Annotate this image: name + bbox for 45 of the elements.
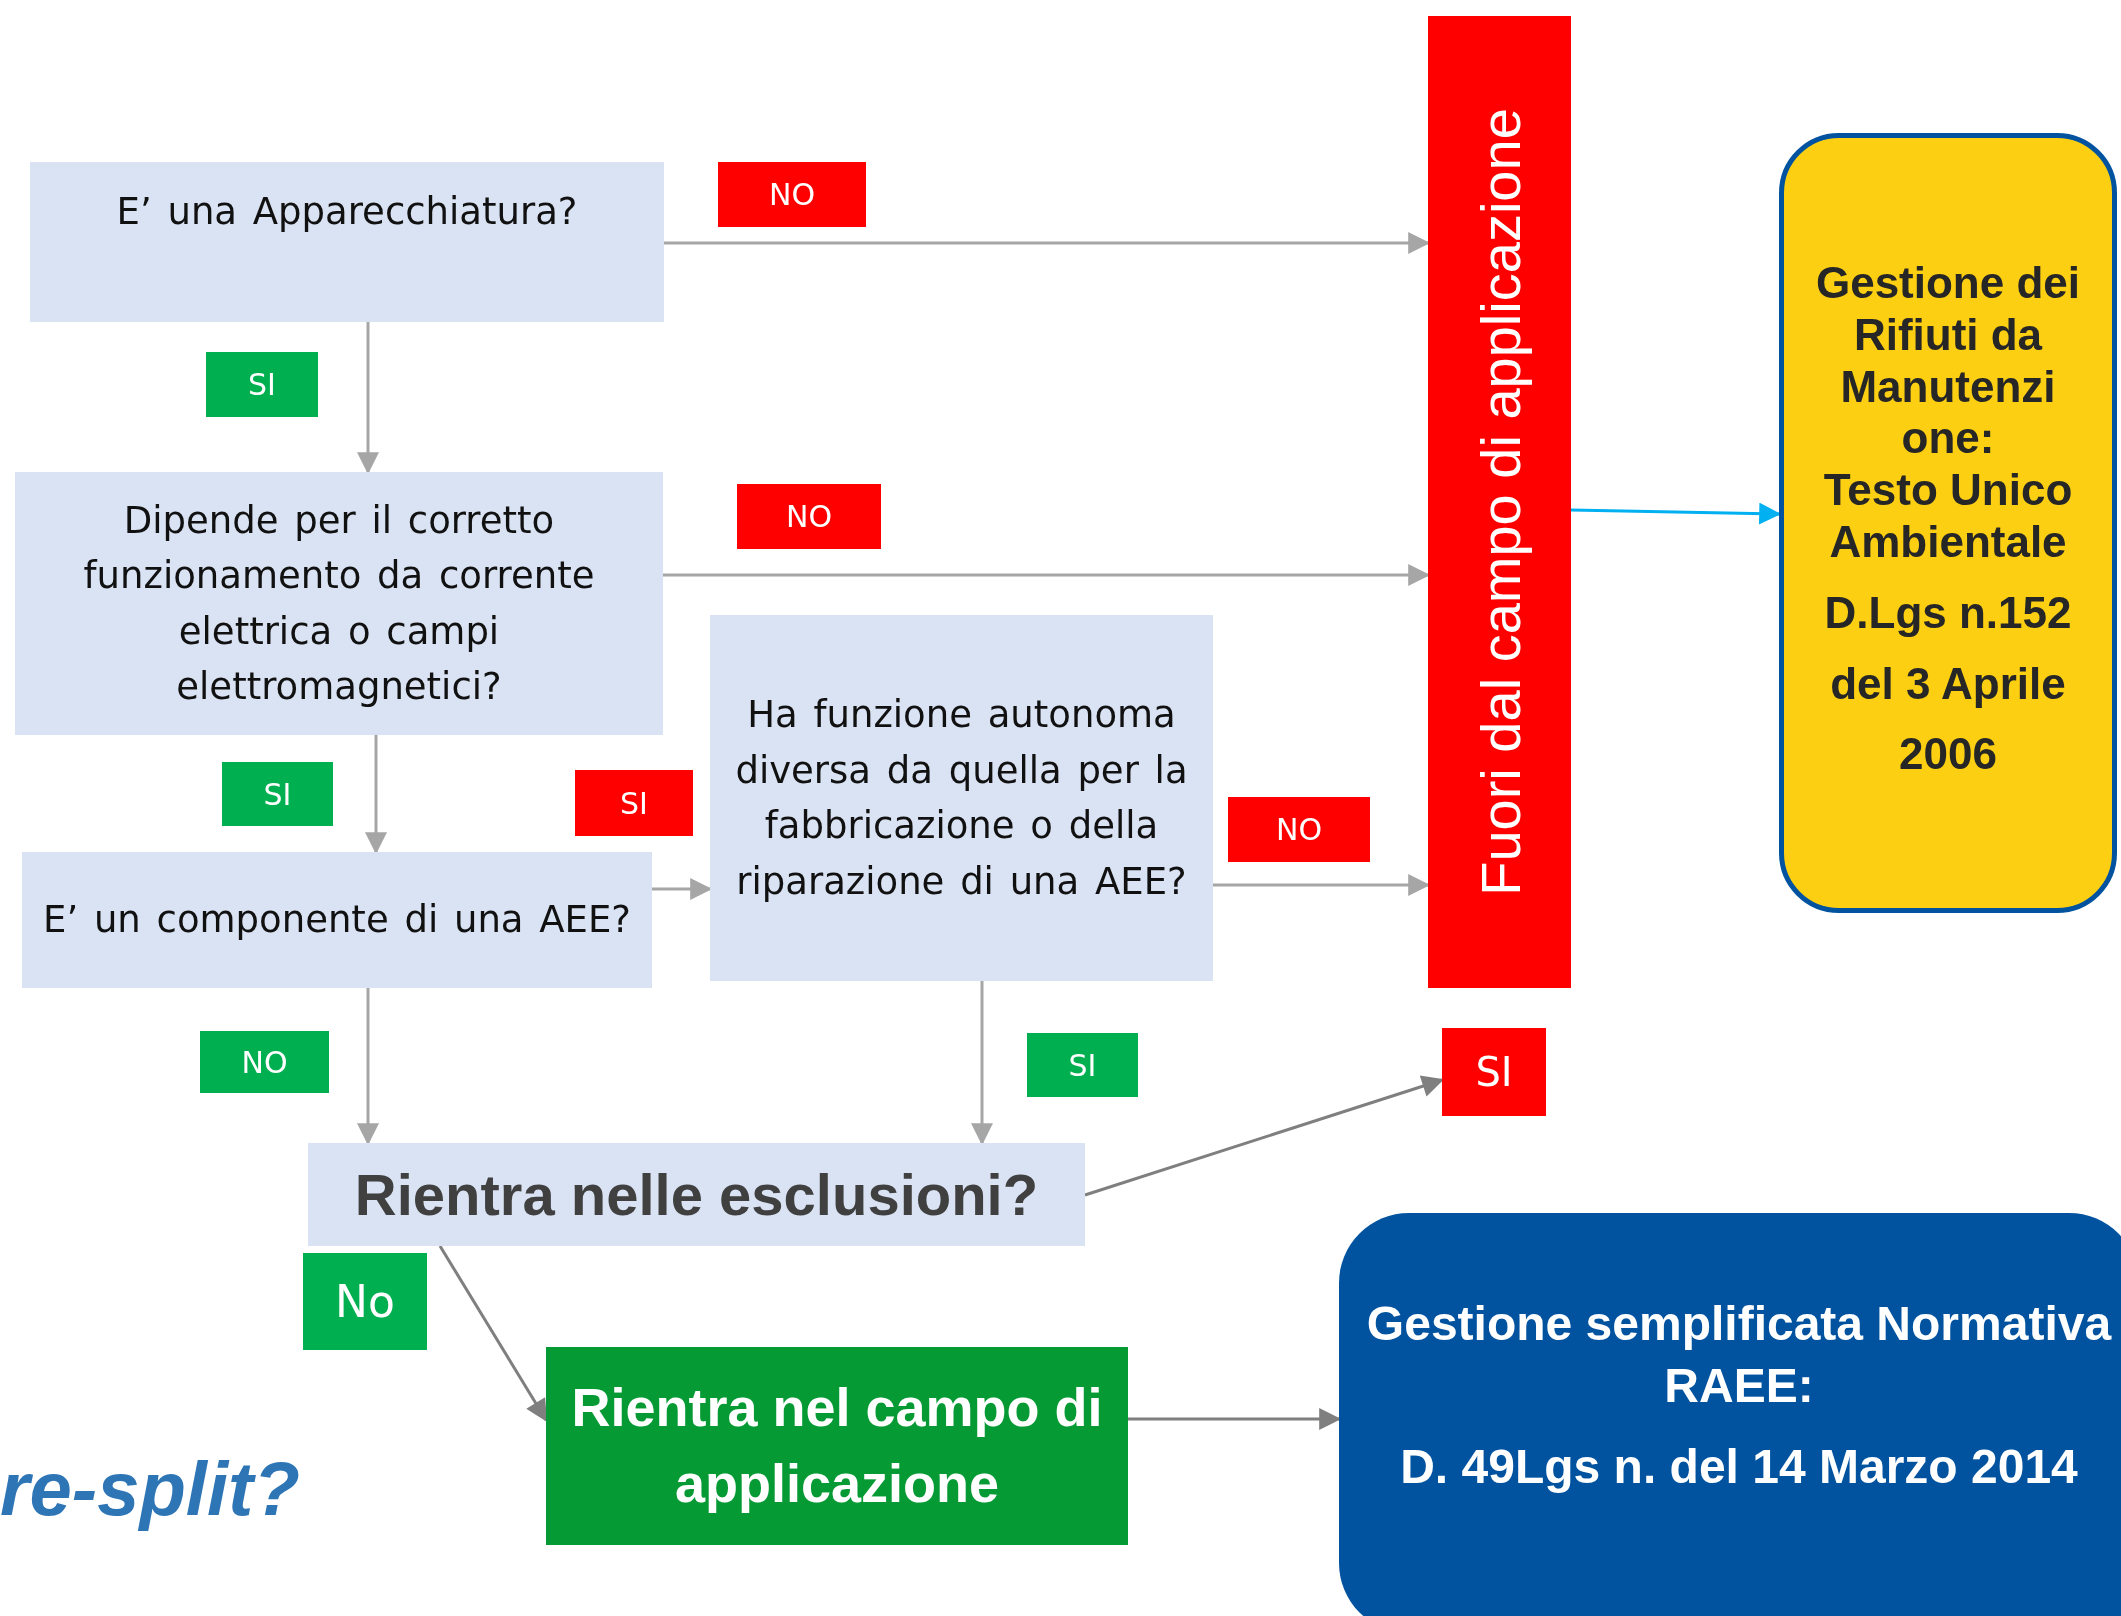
node-text: Dipende per il corretto funzionamento da corrente elettrica o campi elettromagnetici? — [82, 497, 596, 710]
outcome-box — [546, 1347, 1128, 1545]
edge-label: NO — [1228, 797, 1370, 862]
node-text: E’ una Apparecchiatura? — [116, 189, 578, 235]
decision-box — [308, 1143, 1085, 1246]
arrow — [357, 322, 379, 475]
outcome-bar — [1428, 16, 1571, 988]
arrow — [357, 988, 379, 1146]
node-text: Rientra nelle esclusioni? — [354, 1161, 1039, 1228]
decision-box — [15, 472, 663, 735]
edge-label: SI — [206, 352, 318, 417]
node-text: Gestione semplificata Normativa RAEE: — [1365, 1296, 2113, 1415]
edge-label: NO — [718, 162, 866, 227]
node-text: Fuori dal campo di applicazione — [1467, 108, 1532, 896]
arrow — [971, 981, 993, 1146]
node-text: D. 49Lgs n. del 14 Marzo 2014 — [1400, 1438, 2078, 1495]
node-text: Testo Unico Ambientale — [1822, 464, 2074, 569]
edge-label: NO — [200, 1031, 329, 1093]
arrow — [652, 878, 713, 900]
decision-box — [710, 615, 1213, 981]
node-text: SI — [1475, 1049, 1513, 1095]
edge-label: No — [303, 1253, 427, 1350]
decision-box — [30, 162, 664, 322]
decision-box — [22, 852, 652, 988]
node-text: Rientra nel campo di applicazione — [570, 1376, 1104, 1515]
arrow — [438, 1245, 548, 1422]
node-text: Gestione dei Rifiuti da Manutenzi one: — [1814, 256, 2082, 465]
edge-label: SI — [575, 770, 693, 836]
edge-label: NO — [737, 484, 881, 549]
edge-label: SI — [1027, 1033, 1138, 1097]
arrow — [663, 564, 1431, 586]
info-box — [1779, 133, 2117, 913]
info-box — [1339, 1213, 2121, 1616]
node-text: D.Lgs n.152 del 3 Aprile 2006 — [1823, 587, 2073, 780]
note-text: re-split? — [0, 1445, 300, 1532]
edge-label: SI — [222, 762, 333, 826]
arrow — [365, 735, 387, 855]
arrow — [1213, 874, 1431, 896]
answer-tag — [1442, 1028, 1546, 1116]
arrow — [1084, 1075, 1445, 1197]
arrow — [1570, 502, 1782, 525]
arrow — [664, 232, 1431, 254]
arrow — [1128, 1408, 1342, 1430]
node-text: E’ un componente di una AEE? — [43, 897, 631, 944]
node-text: Ha funzione autonoma diversa da quella per la fabbricazione o della riparazione di una AEE? — [734, 692, 1189, 905]
